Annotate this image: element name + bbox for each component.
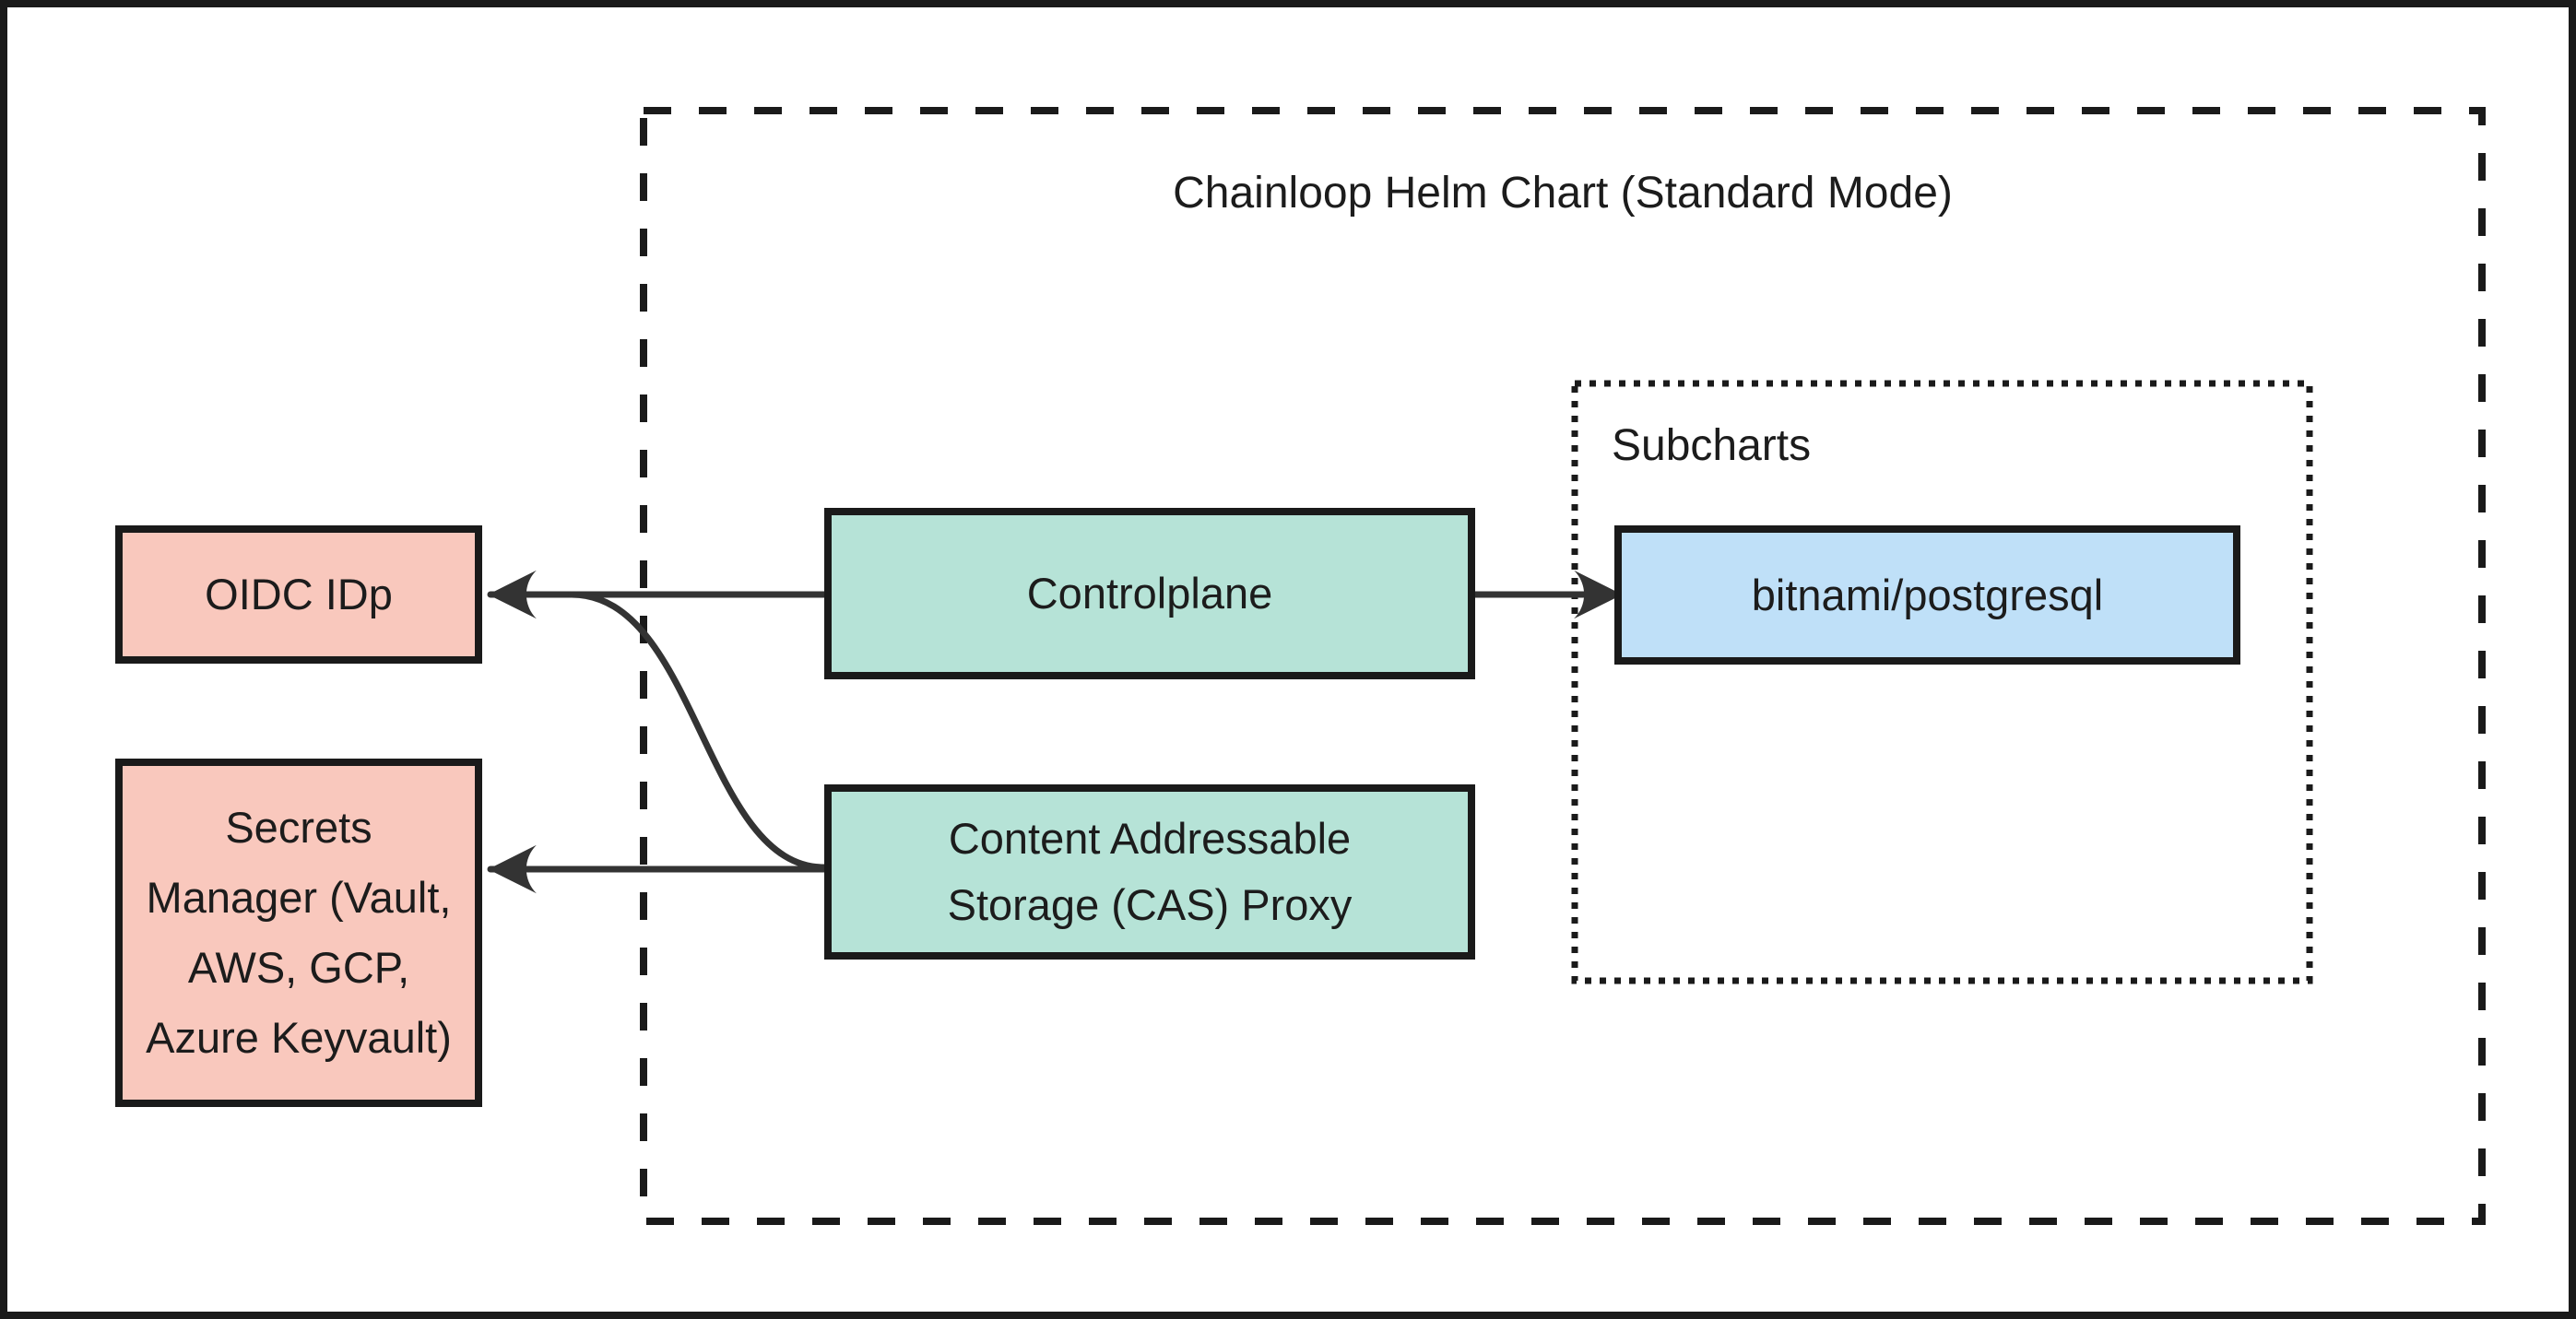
node-secrets-manager-label-line3: AWS, GCP, [187,943,410,992]
node-secrets-manager: Secrets Manager (Vault, AWS, GCP, Azure … [115,759,482,1107]
subcharts-group-label: Subcharts [1612,421,1812,470]
node-cas-proxy: Content Addressable Storage (CAS) Proxy [824,784,1475,960]
node-oidc-idp: OIDC IDp [115,525,482,664]
node-cas-proxy-label-line2: Storage (CAS) Proxy [947,880,1353,929]
node-controlplane: Controlplane [824,508,1475,679]
node-cas-proxy-label-line1: Content Addressable [948,814,1352,863]
node-secrets-manager-label-line2: Manager (Vault, [146,873,452,922]
node-bitnami-postgresql: bitnami/postgresql [1614,525,2240,665]
node-oidc-idp-label: OIDC IDp [205,570,393,618]
node-controlplane-label: Controlplane [1026,569,1273,618]
helm-chart-title: Chainloop Helm Chart (Standard Mode) [1173,169,1953,218]
node-secrets-manager-label-line1: Secrets [225,803,372,852]
node-secrets-manager-label-line4: Azure Keyvault) [146,1013,452,1062]
node-bitnami-postgresql-label: bitnami/postgresql [1751,570,2104,619]
edge-cas-to-oidc [568,591,828,871]
